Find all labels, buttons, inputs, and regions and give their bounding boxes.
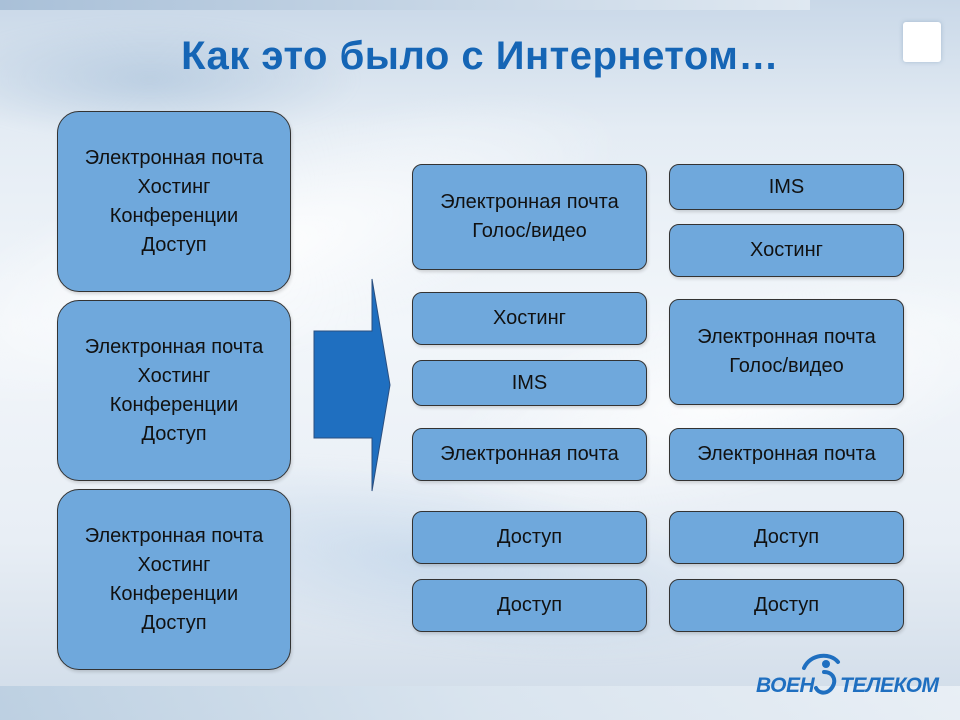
company-logo: ВОЕН ТЕЛЕКОМ — [756, 652, 946, 702]
middle-service-box: Электронная почта Голос/видео — [412, 164, 647, 270]
left-service-box: Электронная почта Хостинг Конференции До… — [57, 300, 291, 481]
transition-arrow-icon — [313, 278, 391, 492]
middle-service-box: Хостинг — [412, 292, 647, 345]
middle-service-box: IMS — [412, 360, 647, 406]
logo-emblem-icon — [802, 653, 840, 695]
middle-service-box: Доступ — [412, 511, 647, 564]
middle-service-box: Доступ — [412, 579, 647, 632]
left-service-box: Электронная почта Хостинг Конференции До… — [57, 111, 291, 292]
logo-text-left: ВОЕН — [756, 674, 815, 697]
right-service-box: Доступ — [669, 511, 904, 564]
right-service-box: Электронная почта Голос/видео — [669, 299, 904, 405]
slide-title: Как это было с Интернетом… — [181, 34, 779, 78]
right-service-box: Хостинг — [669, 224, 904, 277]
right-service-box: IMS — [669, 164, 904, 210]
corner-decoration — [903, 22, 941, 62]
top-accent-bar — [0, 0, 810, 10]
left-service-box: Электронная почта Хостинг Конференции До… — [57, 489, 291, 670]
right-service-box: Доступ — [669, 579, 904, 632]
bottom-accent-bar — [0, 686, 960, 720]
right-service-box: Электронная почта — [669, 428, 904, 481]
middle-service-box: Электронная почта — [412, 428, 647, 481]
logo-text-right: ТЕЛЕКОМ — [840, 674, 939, 697]
